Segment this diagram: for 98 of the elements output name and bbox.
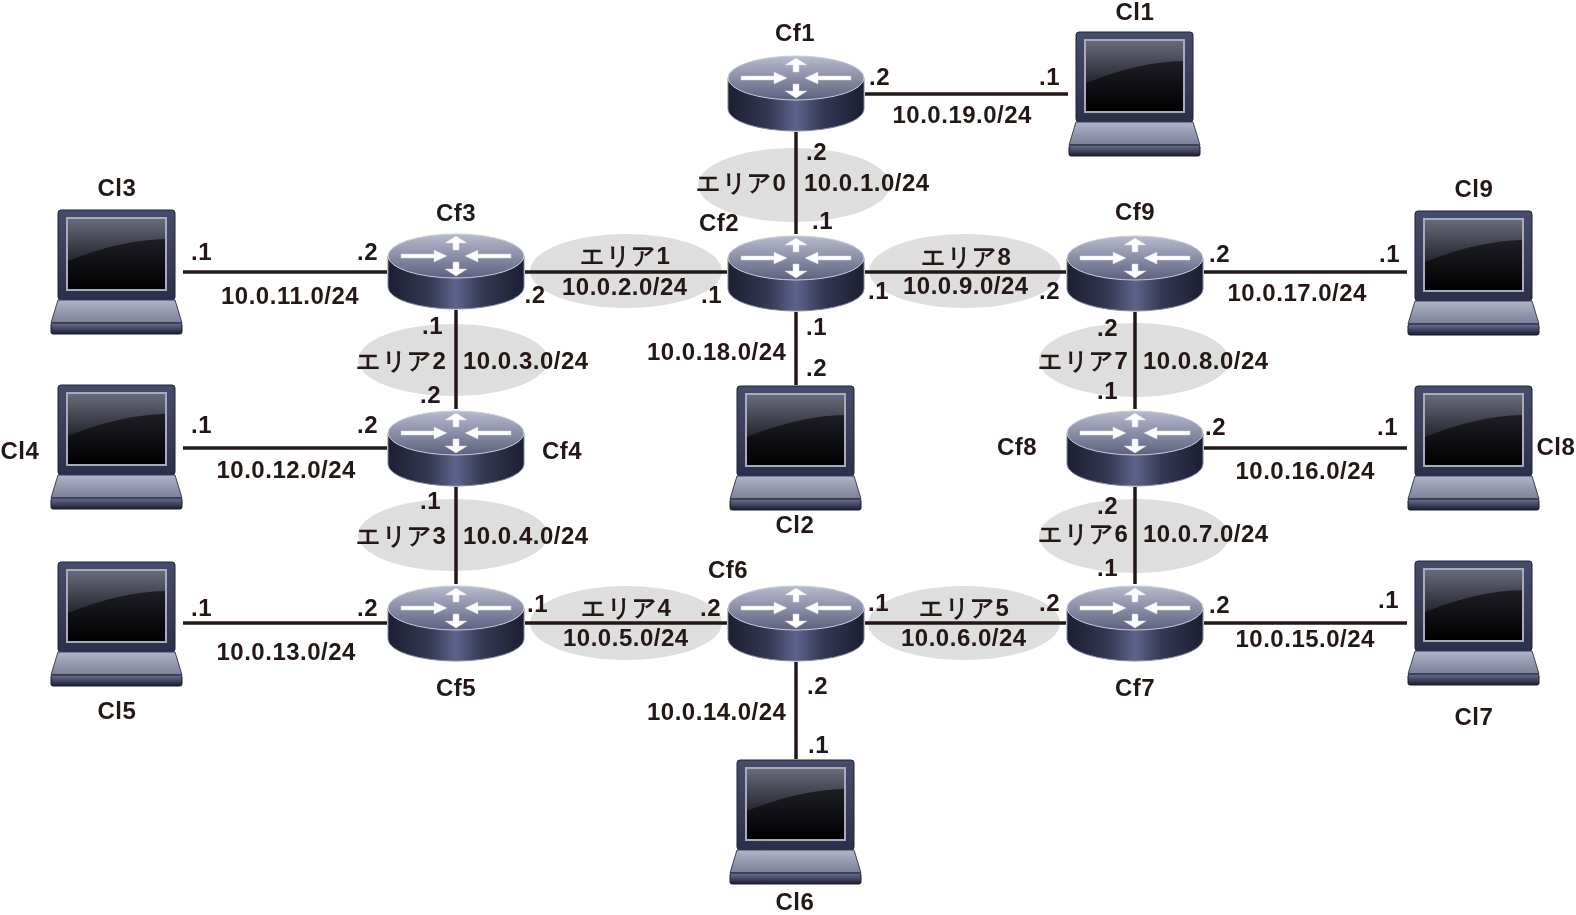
subnet-label: 10.0.7.0/24 (1143, 523, 1269, 545)
link-line (865, 92, 1068, 96)
address-label: .2 (1209, 594, 1230, 616)
area-label: エリア4 (581, 597, 672, 619)
device-label: Cf8 (997, 436, 1038, 458)
link-line (454, 310, 458, 409)
device-label: Cf3 (436, 202, 477, 224)
device-label: Cf7 (1115, 677, 1156, 699)
address-label: .1 (1097, 380, 1118, 402)
address-label: .1 (422, 315, 443, 337)
subnet-label: 10.0.14.0/24 (647, 701, 787, 723)
address-label: .1 (1377, 416, 1398, 438)
address-label: .2 (1097, 317, 1118, 339)
link-line (454, 487, 458, 584)
device-label: Cl7 (1454, 706, 1494, 728)
device-label: Cl9 (1454, 178, 1494, 200)
subnet-label: 10.0.13.0/24 (216, 641, 356, 663)
area-label: エリア8 (921, 246, 1012, 268)
address-label: .1 (868, 280, 889, 302)
address-label: .2 (700, 597, 721, 619)
device-label: Cf5 (436, 677, 477, 699)
link-line (794, 662, 798, 759)
device-label: Cl3 (97, 177, 137, 199)
link-line (525, 270, 727, 274)
address-label: .1 (1097, 557, 1118, 579)
address-label: .2 (1205, 416, 1226, 438)
address-label: .1 (527, 593, 548, 615)
link-line (865, 270, 1066, 274)
address-label: .1 (812, 210, 833, 232)
device-label: Cf6 (708, 559, 749, 581)
link-line (525, 621, 727, 625)
subnet-label: 10.0.18.0/24 (647, 341, 787, 363)
link-line (794, 132, 798, 234)
area-label: エリア2 (356, 350, 447, 372)
link-line (1133, 487, 1137, 584)
link-line (183, 621, 387, 625)
subnet-label: 10.0.11.0/24 (221, 285, 360, 307)
area-label: エリア1 (580, 245, 671, 267)
link-line (1204, 446, 1407, 450)
address-label: .2 (1097, 495, 1118, 517)
address-label: .1 (808, 734, 829, 756)
address-label: .2 (420, 384, 441, 406)
address-label: .1 (420, 490, 441, 512)
area-label: エリア7 (1038, 350, 1129, 372)
link-line (865, 621, 1066, 625)
area-label: エリア3 (356, 525, 447, 547)
address-label: .2 (357, 414, 378, 436)
subnet-label: 10.0.2.0/24 (562, 276, 688, 298)
link-line (183, 270, 387, 274)
device-label: Cl8 (1536, 436, 1576, 458)
address-label: .2 (357, 241, 378, 263)
address-label: .1 (191, 597, 212, 619)
device-label: Cl4 (0, 440, 40, 462)
address-label: .1 (1378, 589, 1399, 611)
device-label: Cl1 (1115, 1, 1155, 23)
address-label: .2 (524, 284, 546, 306)
subnet-label: 10.0.16.0/24 (1235, 460, 1375, 482)
subnet-label: 10.0.12.0/24 (216, 459, 356, 481)
address-label: .1 (1039, 66, 1060, 88)
link-line (1204, 270, 1407, 274)
subnet-label: 10.0.8.0/24 (1143, 350, 1269, 372)
device-label: Cf2 (699, 212, 740, 234)
subnet-label: 10.0.15.0/24 (1235, 628, 1375, 650)
address-label: .2 (1039, 592, 1060, 614)
address-label: .2 (1039, 280, 1060, 302)
subnet-label: 10.0.6.0/24 (901, 627, 1027, 649)
address-label: .1 (191, 241, 212, 263)
address-label: .1 (868, 592, 889, 614)
area-label: エリア0 (696, 172, 787, 194)
link-line (183, 446, 387, 450)
subnet-label: 10.0.17.0/24 (1227, 282, 1367, 304)
link-line (1204, 621, 1407, 625)
subnet-label: 10.0.4.0/24 (463, 525, 589, 547)
address-label: .1 (806, 316, 827, 338)
address-label: .1 (191, 414, 212, 436)
address-label: .2 (357, 597, 378, 619)
address-label: .2 (869, 66, 890, 88)
subnet-label: 10.0.1.0/24 (804, 172, 930, 194)
address-label: .1 (701, 284, 722, 306)
address-label: .2 (806, 141, 827, 163)
subnet-label: 10.0.9.0/24 (903, 275, 1029, 297)
subnet-label: 10.0.3.0/24 (463, 350, 589, 372)
device-label: Cl5 (97, 700, 137, 722)
address-label: .1 (1379, 243, 1400, 265)
link-line (794, 312, 798, 385)
area-label: エリア5 (919, 597, 1010, 619)
address-label: .2 (807, 675, 828, 697)
address-label: .2 (1209, 243, 1230, 265)
device-label: Cf1 (775, 22, 816, 44)
subnet-label: 10.0.5.0/24 (563, 627, 689, 649)
device-label: Cl2 (775, 514, 815, 536)
link-line (1133, 312, 1137, 409)
device-label: Cl6 (775, 891, 815, 913)
address-label: .2 (806, 357, 827, 379)
device-label: Cf4 (542, 440, 583, 462)
area-label: エリア6 (1038, 523, 1129, 545)
device-label: Cf9 (1115, 201, 1156, 223)
subnet-label: 10.0.19.0/24 (892, 104, 1032, 126)
